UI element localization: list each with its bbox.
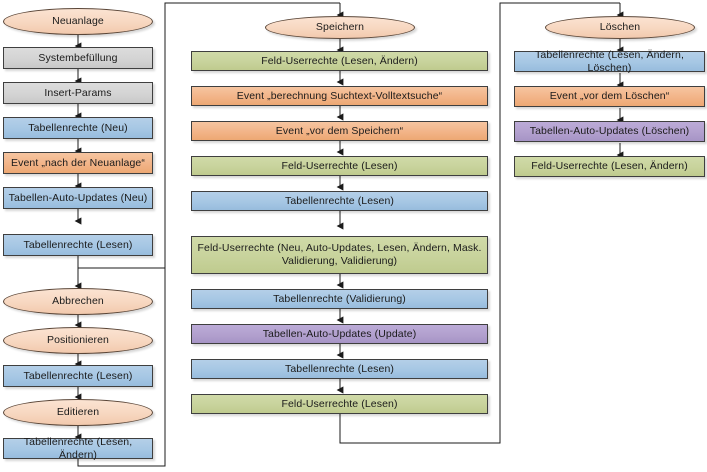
node-editieren[interactable]: Editieren: [3, 399, 153, 426]
node-label: Tabellenrechte (Lesen): [284, 194, 394, 207]
node-tabellenrechte-lesen-4[interactable]: Tabellenrechte (Lesen): [191, 359, 488, 379]
node-label: Neuanlage: [52, 15, 104, 28]
node-auto-updates-update[interactable]: Tabellen-Auto-Updates (Update): [191, 324, 488, 344]
node-event-suchtext[interactable]: Event „berechnung Suchtext-Volltextsuche…: [191, 86, 488, 106]
node-label: Event „vor dem Speichern“: [275, 124, 404, 137]
node-label: Event „berechnung Suchtext-Volltextsuche…: [236, 89, 443, 102]
node-positionieren[interactable]: Positionieren: [3, 327, 153, 354]
node-tabellenrechte-lesen-2[interactable]: Tabellenrechte (Lesen): [3, 365, 153, 387]
node-label: Editieren: [56, 406, 100, 419]
node-label: Tabellen-Auto-Updates (Löschen): [529, 125, 690, 138]
node-speichern-start[interactable]: Speichern: [265, 16, 415, 39]
node-loeschen-start[interactable]: Löschen: [545, 16, 695, 39]
node-feld-lesen-aendern-2[interactable]: Feld-Userrechte (Lesen, Ändern): [514, 156, 705, 177]
node-label: Speichern: [315, 21, 365, 34]
node-label: Tabellenrechte (Lesen, Ändern, Löschen): [535, 49, 684, 74]
node-label: Systembefüllung: [38, 51, 118, 64]
node-feld-lesen-aendern[interactable]: Feld-Userrechte (Lesen, Ändern): [191, 51, 488, 71]
node-auto-updates-neu[interactable]: Tabellen-Auto-Updates (Neu): [3, 187, 153, 209]
node-neuanlage-start[interactable]: Neuanlage: [3, 8, 153, 35]
node-label: Löschen: [599, 21, 641, 34]
node-label: Positionieren: [46, 334, 109, 347]
node-tabellenrechte-neu[interactable]: Tabellenrechte (Neu): [3, 117, 153, 139]
node-label: Insert-Params: [44, 86, 112, 99]
node-insert-params[interactable]: Insert-Params: [3, 82, 153, 104]
node-systembefuellung[interactable]: Systembefüllung: [3, 47, 153, 69]
node-abbrechen[interactable]: Abbrechen: [3, 288, 153, 315]
node-tabellenrechte-validierung[interactable]: Tabellenrechte (Validierung): [191, 289, 488, 309]
node-label: Event „vor dem Löschen“: [549, 90, 670, 103]
node-event-vor-loeschen[interactable]: Event „vor dem Löschen“: [514, 86, 705, 107]
node-auto-updates-loeschen[interactable]: Tabellen-Auto-Updates (Löschen): [514, 121, 705, 142]
node-label: Tabellen-Auto-Updates (Update): [262, 327, 417, 340]
node-label: Feld-Userrechte (Lesen): [281, 397, 398, 410]
node-label: Tabellen-Auto-Updates (Neu): [8, 191, 148, 204]
node-label: Tabellenrechte (Validierung): [273, 292, 406, 305]
node-label: Tabellenrechte (Lesen): [23, 238, 133, 251]
node-feld-validierung[interactable]: Feld-Userrechte (Neu, Auto-Updates, Lese…: [191, 236, 488, 274]
node-feld-lesen-1[interactable]: Feld-Userrechte (Lesen): [191, 156, 488, 176]
node-label: Feld-Userrechte (Neu, Auto-Updates, Lese…: [197, 242, 482, 267]
node-tabellenrechte-lesen-1[interactable]: Tabellenrechte (Lesen): [3, 234, 153, 256]
node-label: Event „nach der Neuanlage“: [11, 156, 145, 169]
node-feld-lesen-2[interactable]: Feld-Userrechte (Lesen): [191, 394, 488, 414]
node-tabellenrechte-lesen-aendern-loeschen[interactable]: Tabellenrechte (Lesen, Ändern, Löschen): [514, 49, 705, 74]
node-label: Feld-Userrechte (Lesen): [281, 159, 398, 172]
node-label: Tabellenrechte (Neu): [28, 121, 128, 134]
node-label: Feld-Userrechte (Lesen, Ändern): [531, 160, 688, 173]
node-tabellenrechte-lesen-aendern[interactable]: Tabellenrechte (Lesen, Ändern): [3, 436, 153, 461]
node-label: Abbrechen: [52, 295, 104, 308]
node-event-nach-neuanlage[interactable]: Event „nach der Neuanlage“: [3, 152, 153, 174]
node-event-vor-speichern[interactable]: Event „vor dem Speichern“: [191, 121, 488, 141]
node-label: Tabellenrechte (Lesen, Ändern): [23, 436, 133, 461]
node-label: Feld-Userrechte (Lesen, Ändern): [261, 54, 418, 67]
node-label: Tabellenrechte (Lesen): [284, 362, 394, 375]
node-label: Tabellenrechte (Lesen): [23, 369, 133, 382]
node-tabellenrechte-lesen-3[interactable]: Tabellenrechte (Lesen): [191, 191, 488, 211]
